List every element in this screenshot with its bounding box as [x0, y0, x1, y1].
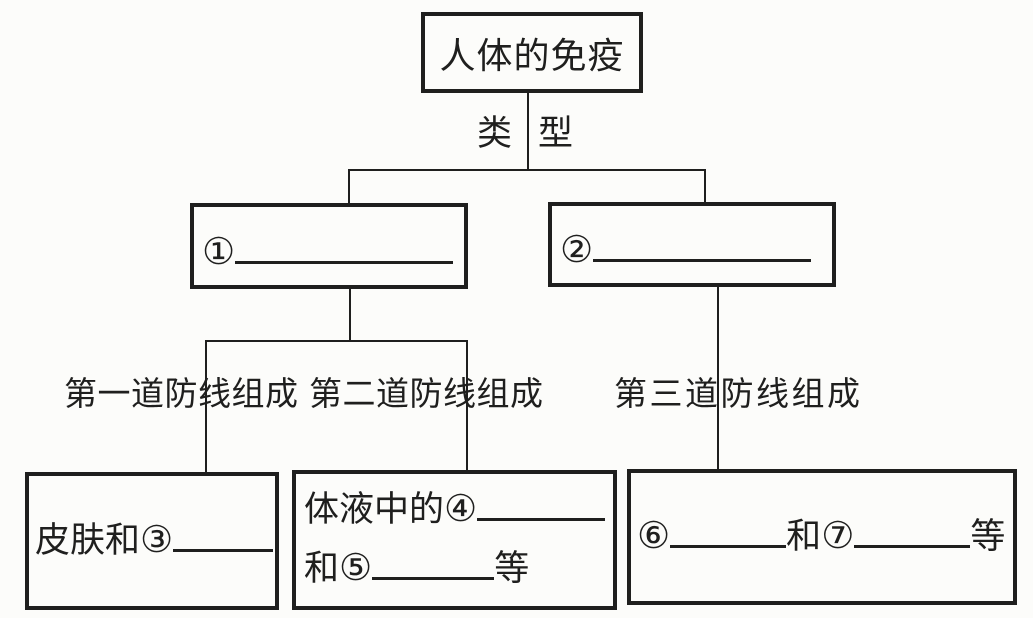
circled-2-marker: ②	[560, 230, 594, 272]
defense-type-box-1: ①	[190, 203, 468, 289]
staple-bar-line	[205, 340, 468, 342]
third-defense-box: ⑥ 和⑦ 等	[627, 469, 1017, 605]
blank-underline-1	[235, 260, 454, 265]
label-third-defense: 第三道防线组成	[614, 377, 863, 413]
first-defense-text: 皮肤和	[35, 520, 141, 560]
second-defense-box: 体液中的④ 和⑤ 等	[292, 470, 617, 610]
type-label-left: 类	[477, 114, 513, 153]
staple-right-line	[466, 340, 468, 471]
root-box: 人体的免疫	[421, 12, 643, 93]
defense-type-box-2: ②	[548, 202, 836, 287]
circled-4-marker: ④	[444, 489, 478, 531]
circled-5-marker: ⑤	[339, 548, 373, 589]
fluid-row-2: 和⑤ 等	[304, 548, 613, 591]
third-defense-conj: 和	[786, 516, 822, 556]
branch-drop-left	[348, 169, 350, 204]
root-box-label: 人体的免疫	[439, 35, 625, 76]
circled-7-marker: ⑦	[821, 515, 855, 557]
blank-row: ②	[560, 230, 826, 273]
second-defense-line2-text: 和	[304, 549, 340, 588]
blank-underline-4	[477, 517, 606, 522]
skin-row: 皮肤和③	[35, 520, 275, 563]
blank-row: ①	[202, 232, 458, 275]
staple-stem-line	[349, 288, 351, 341]
branch-line-horizontal	[348, 169, 706, 171]
circled-3-marker: ③	[140, 519, 174, 561]
blank-underline-5	[372, 576, 495, 580]
first-defense-box: 皮肤和③	[25, 472, 279, 610]
third-defense-drop-line	[717, 286, 719, 470]
type-label-right: 型	[538, 114, 574, 153]
label-second-defense: 第二道防线组成	[309, 377, 544, 413]
fluid-row-1: 体液中的④	[304, 489, 613, 532]
branch-drop-right	[704, 169, 706, 203]
root-connector-line	[527, 93, 529, 170]
blank-underline-6	[670, 544, 787, 548]
blank-underline-3	[173, 548, 274, 552]
staple-left-line	[205, 340, 207, 473]
second-defense-line2-suffix: 等	[494, 549, 530, 588]
blank-underline-7	[854, 544, 971, 548]
third-defense-suffix: 等	[970, 516, 1006, 556]
circled-6-marker: ⑥	[637, 515, 671, 557]
label-first-defense: 第一道防线组成	[64, 377, 299, 413]
third-row: ⑥ 和⑦ 等	[637, 516, 1013, 559]
blank-underline-2	[593, 258, 812, 263]
second-defense-line1-text: 体液中的	[304, 490, 445, 530]
circled-1-marker: ①	[202, 232, 236, 274]
